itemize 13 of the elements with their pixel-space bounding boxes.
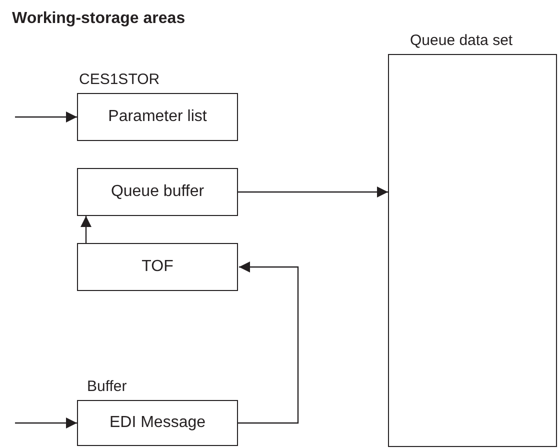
arrow bbox=[15, 112, 77, 122]
diagram-title: Working-storage areas bbox=[12, 9, 186, 29]
arrow bbox=[80, 216, 92, 243]
storage-box: EDI Message bbox=[77, 400, 238, 446]
box-heading: Buffer bbox=[87, 378, 127, 396]
arrow bbox=[15, 418, 77, 428]
storage-box: TOF bbox=[77, 243, 238, 291]
arrow bbox=[238, 186, 388, 198]
box-heading: CES1STOR bbox=[79, 71, 160, 89]
storage-box: Queue buffer bbox=[77, 168, 238, 216]
box-heading: Queue data set bbox=[410, 32, 513, 50]
arrow bbox=[238, 262, 299, 424]
storage-box: Parameter list bbox=[77, 93, 238, 141]
